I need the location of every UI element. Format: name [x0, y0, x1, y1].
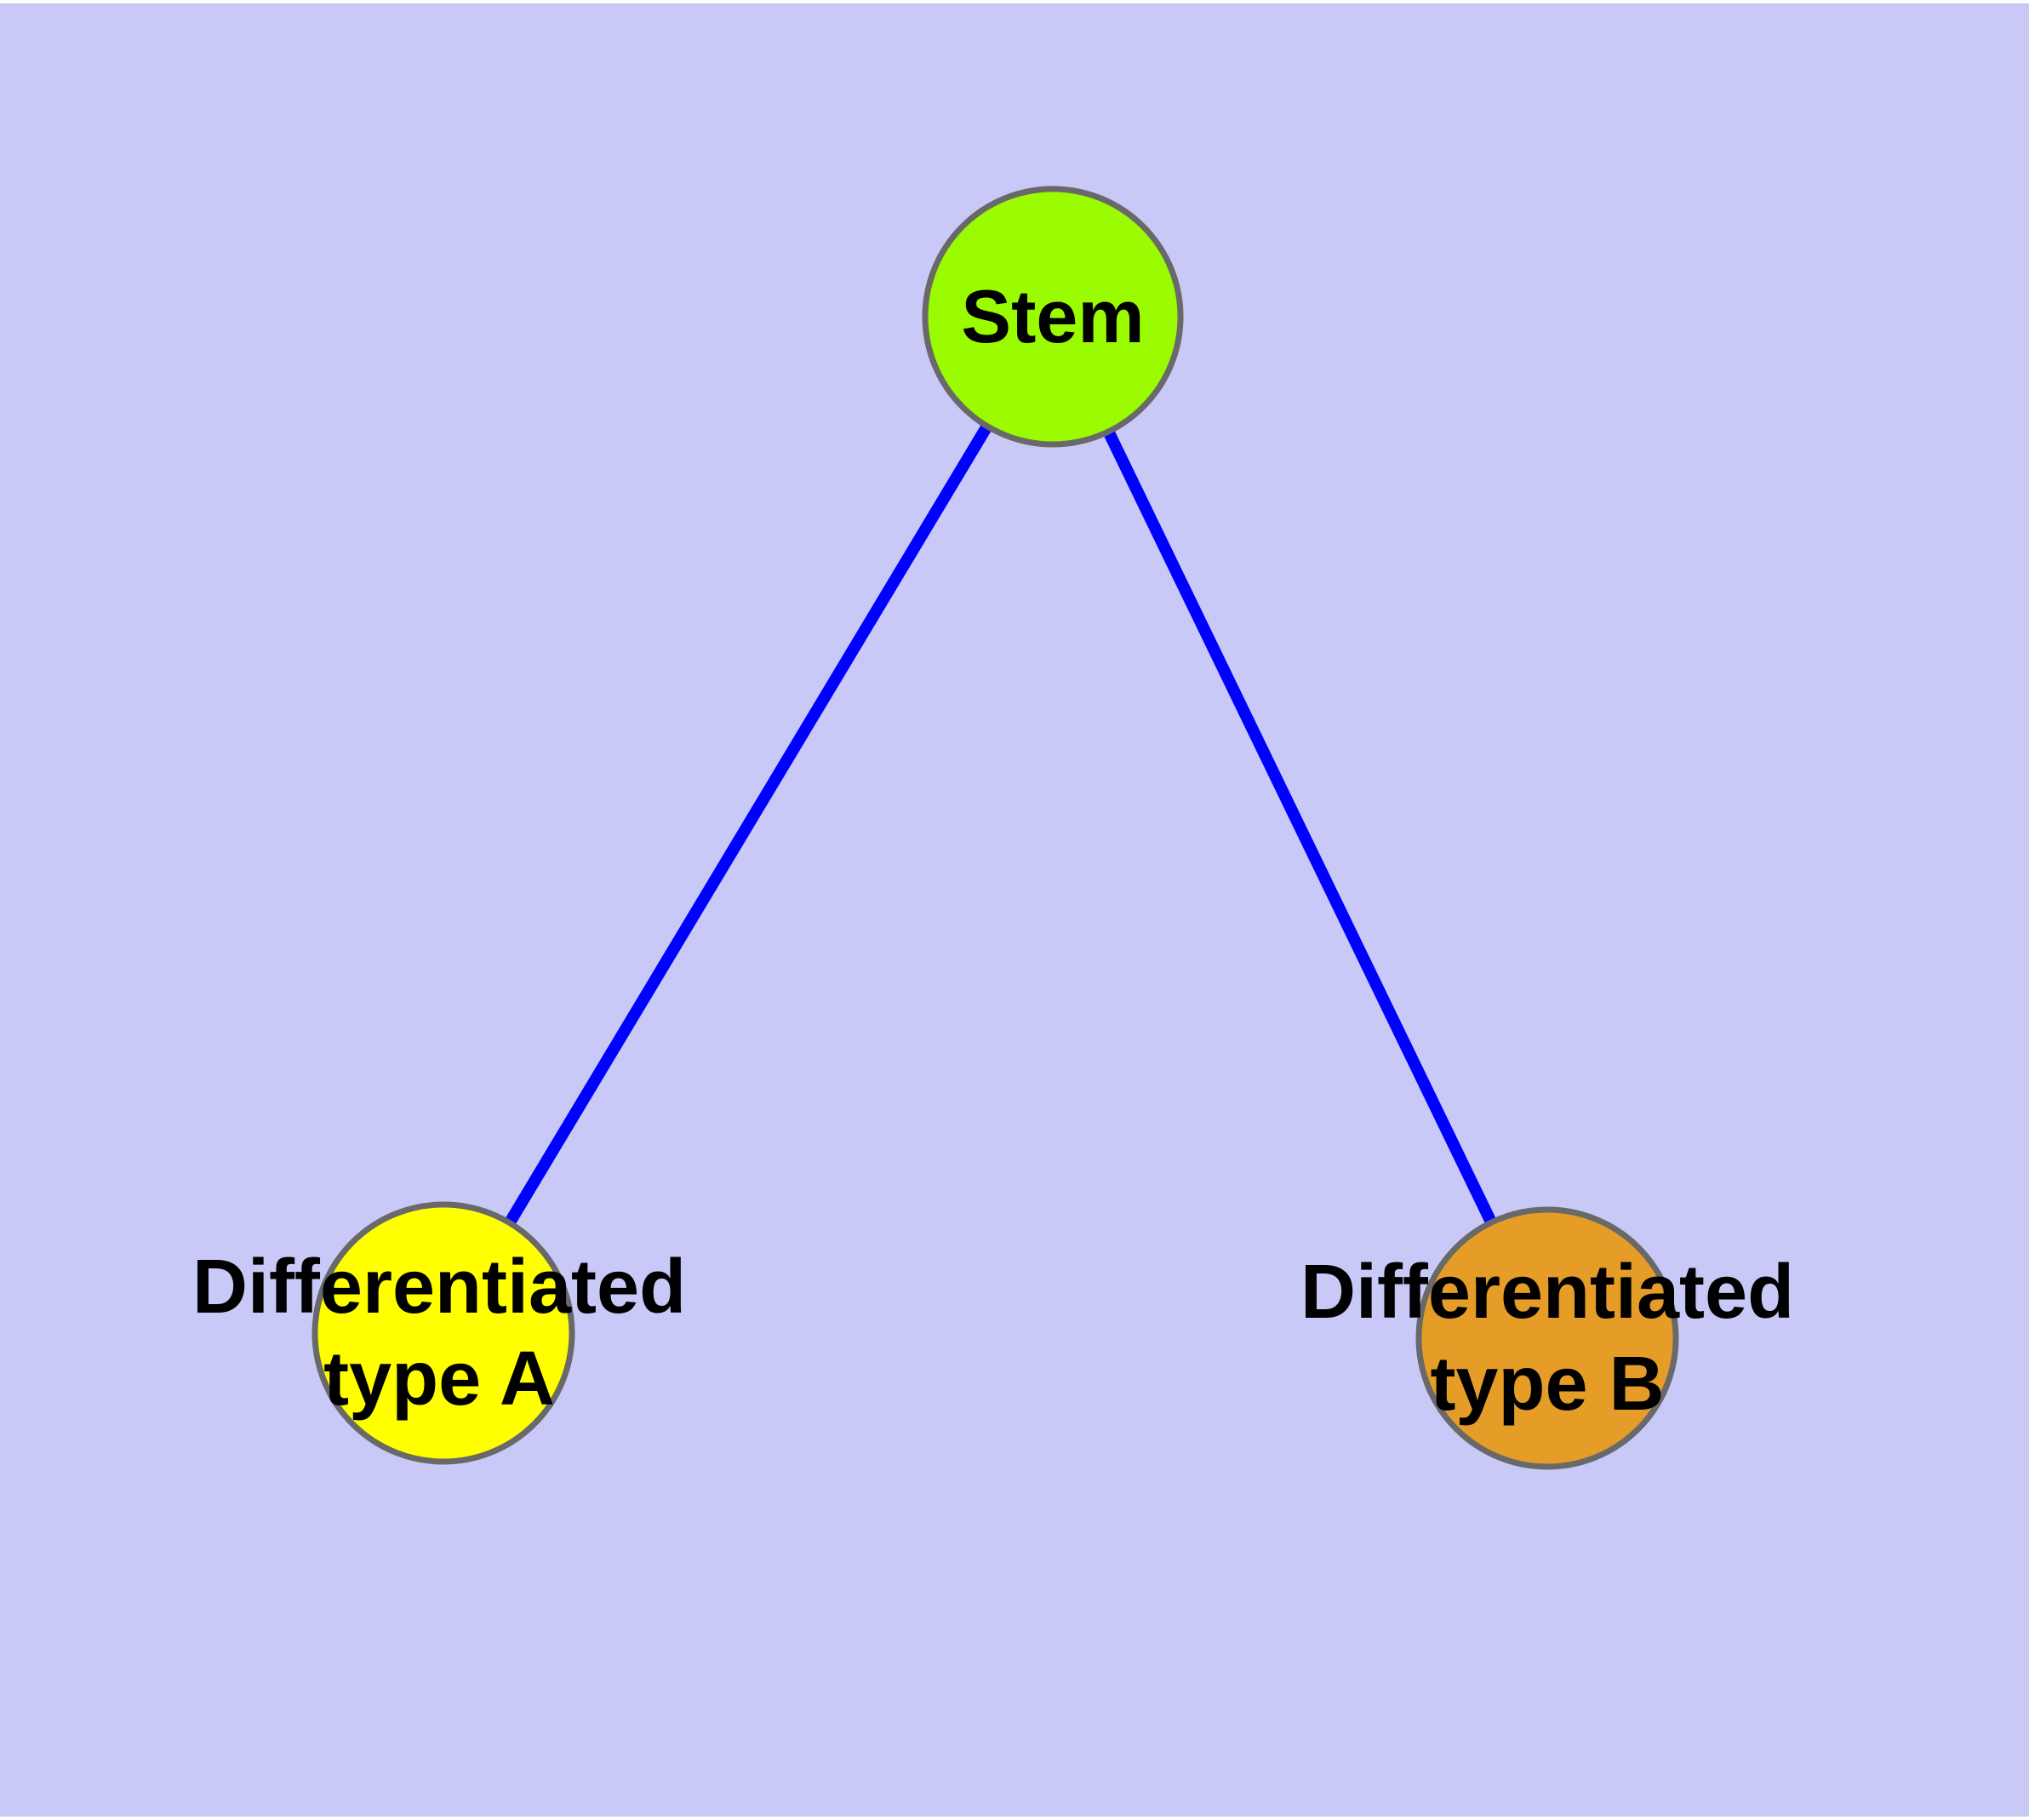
node-differentiated-type-b-circle[interactable]: [1415, 1206, 1679, 1470]
node-stem-circle[interactable]: [922, 186, 1184, 448]
edge-stem-to-type-b: [1047, 313, 1553, 1342]
node-differentiated-type-a-circle[interactable]: [311, 1201, 575, 1465]
edge-stem-to-type-a: [437, 313, 1059, 1336]
